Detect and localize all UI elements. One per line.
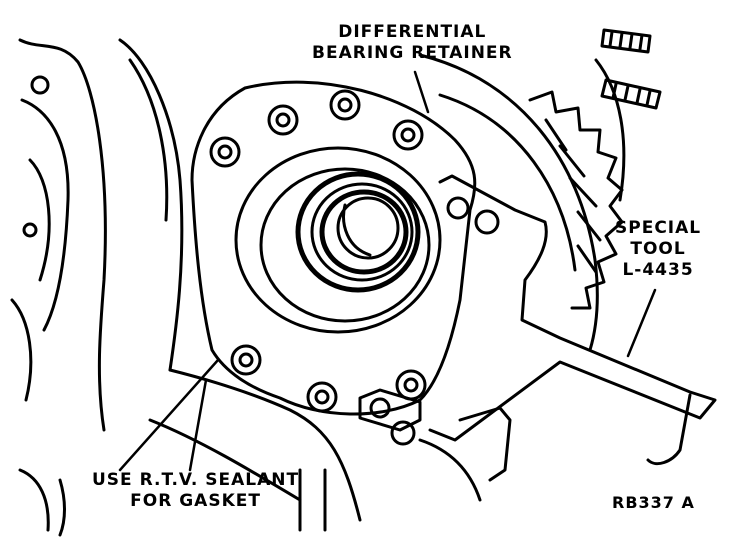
label-line: FOR GASKET xyxy=(130,491,261,511)
ring-gear xyxy=(418,53,624,352)
bearing-retainer xyxy=(190,80,477,416)
rtv-sealant-label: USE R.T.V. SEALANT FOR GASKET xyxy=(92,470,299,512)
label-line: SPECIAL xyxy=(615,218,702,238)
label-line: TOOL xyxy=(630,239,686,259)
special-tool xyxy=(358,174,717,502)
label-line: L-4435 xyxy=(622,260,694,280)
special-tool-label: SPECIAL TOOL L-4435 xyxy=(615,218,701,281)
leader-lines xyxy=(118,70,657,472)
label-line: BEARING RETAINER xyxy=(312,43,513,63)
differential-bearing-retainer-label: DIFFERENTIAL BEARING RETAINER xyxy=(312,22,513,64)
label-line: USE R.T.V. SEALANT xyxy=(92,470,300,490)
label-line: DIFFERENTIAL xyxy=(338,22,487,42)
studs xyxy=(594,28,662,202)
figure-code: RB337 A xyxy=(612,493,695,512)
axle-housing xyxy=(10,38,362,537)
